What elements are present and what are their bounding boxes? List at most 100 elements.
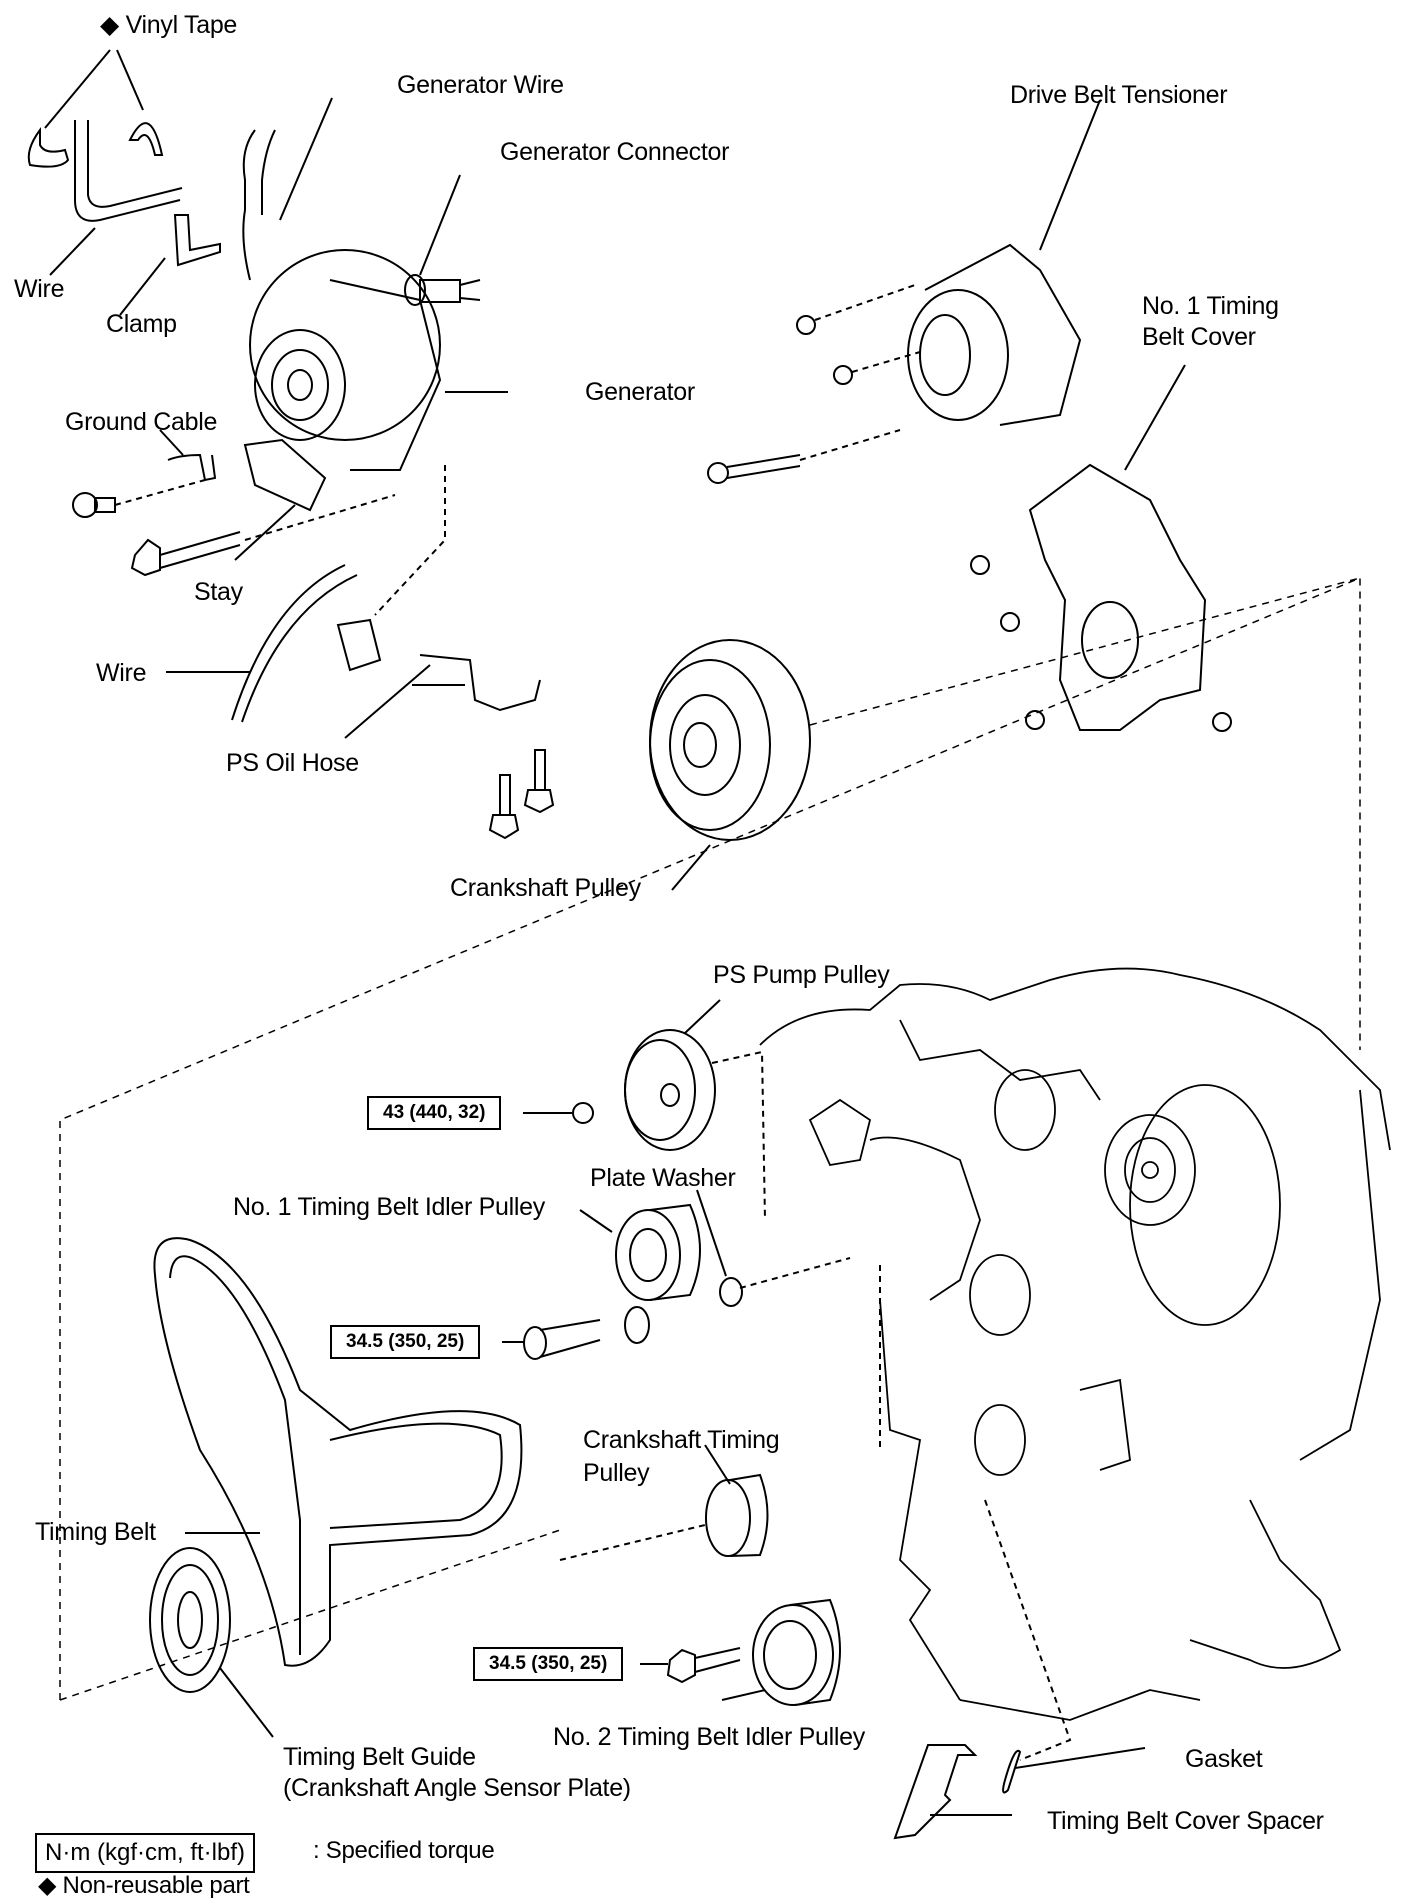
idler-bolt-1 (523, 1319, 601, 1360)
label-timing-belt-guide-1: Timing Belt Guide (283, 1743, 476, 1771)
label-generator: Generator (585, 378, 695, 406)
label-no1-idler-pulley: No. 1 Timing Belt Idler Pulley (233, 1193, 545, 1221)
phantom-line (559, 1524, 706, 1561)
no2-idler-pulley-part (752, 1598, 841, 1706)
wire-mid-part (231, 564, 358, 723)
leader-no1-idler-pulley (579, 1209, 613, 1233)
leader-drive-belt-tensioner (1039, 99, 1101, 251)
leader-wire-top (49, 227, 96, 276)
legend-torque-units-box: N·m (kgf·cm, ft·lbf) (35, 1833, 255, 1873)
phantom-line (851, 351, 921, 373)
legend-torque-desc: : Specified torque (313, 1837, 495, 1864)
ps-pump-nut (572, 1102, 594, 1124)
wire-top-part (74, 120, 183, 222)
label-clamp: Clamp (106, 310, 177, 338)
timing-belt-guide-part (149, 1547, 231, 1693)
leader-ps-oil-hose (344, 664, 431, 739)
torque-spec-ps-pump-nut: 43 (440, 32) (367, 1096, 502, 1130)
leader-vinyl-tape-1 (44, 49, 111, 129)
leader-generator-connector (419, 174, 461, 276)
phantom-line (711, 1050, 766, 1221)
non-reusable-diamond-icon: ◆ (100, 11, 119, 39)
phantom-line (984, 1499, 1072, 1761)
label-generator-connector: Generator Connector (500, 138, 730, 166)
phantom-line (59, 1529, 561, 1701)
label-timing-belt-cover-spacer: Timing Belt Cover Spacer (1047, 1807, 1324, 1835)
leader-crankshaft-timing-pulley (704, 1444, 731, 1485)
no1-idler-pulley-part (615, 1203, 701, 1344)
leader-no2-idler-pulley (721, 1689, 766, 1701)
stay-part (243, 438, 327, 512)
label-generator-wire: Generator Wire (397, 71, 564, 99)
clamp-part (173, 214, 221, 267)
label-vinyl-tape: ◆ Vinyl Tape (100, 10, 237, 40)
ps-oil-hose-part (412, 654, 541, 712)
no1-timing-belt-cover-part (1028, 463, 1207, 731)
cover-bolts (970, 555, 1232, 732)
label-crankshaft-pulley: Crankshaft Pulley (450, 874, 641, 902)
leader-no1-timing-belt-cover (1124, 364, 1186, 471)
label-drive-belt-tensioner: Drive Belt Tensioner (1010, 81, 1228, 109)
leader-ps-pump-pulley (684, 999, 721, 1034)
label-no1-timing-belt-cover-2: Belt Cover (1142, 323, 1256, 351)
label-wire-top: Wire (14, 275, 65, 303)
torque-spec-no1-idler-bolt: 34.5 (350, 25) (330, 1325, 481, 1359)
phantom-boundary (59, 576, 1361, 1700)
leader-ground-cable (159, 429, 184, 456)
phantom-line (374, 465, 446, 616)
ps-pump-pulley-part (624, 1029, 716, 1151)
leader-gasket (1014, 1747, 1146, 1769)
timing-belt-cover-spacer-part (893, 1744, 978, 1840)
tensioner-bolt (707, 454, 801, 484)
non-reusable-diamond-icon: ◆ (38, 1872, 57, 1899)
phantom-line (814, 284, 916, 321)
phantom-line (739, 1257, 851, 1289)
idler-bolt-2 (666, 1647, 741, 1684)
bolt-long (130, 531, 241, 577)
vinyl-tape-right (128, 122, 164, 156)
leader-crankshaft-pulley (671, 844, 711, 891)
phantom-line (809, 577, 1361, 726)
bolt-small (72, 492, 116, 518)
vinyl-tape-left (27, 126, 70, 168)
phantom-line (114, 479, 206, 506)
label-no2-idler-pulley: No. 2 Timing Belt Idler Pulley (553, 1723, 865, 1751)
timing-belt-part (153, 1237, 523, 1667)
label-gasket: Gasket (1185, 1745, 1263, 1773)
label-timing-belt-guide-2: (Crankshaft Angle Sensor Plate) (283, 1774, 631, 1802)
label-crankshaft-timing-pulley-1: Crankshaft Timing (583, 1426, 780, 1454)
leader-stay (234, 504, 296, 561)
label-ps-pump-pulley: PS Pump Pulley (713, 961, 890, 989)
generator-connector-part (404, 274, 481, 306)
plate-washer-part (719, 1277, 743, 1307)
legend-non-reusable: ◆ Non-reusable part (38, 1871, 250, 1901)
gasket-part (1002, 1749, 1022, 1794)
label-ps-oil-hose: PS Oil Hose (226, 749, 359, 777)
bolt-pair (488, 749, 555, 840)
label-plate-washer: Plate Washer (590, 1164, 736, 1192)
ground-cable-part (167, 453, 217, 482)
label-timing-belt: Timing Belt (35, 1518, 156, 1546)
leader-vinyl-tape-2 (116, 49, 144, 111)
legend-non-reusable-text: Non-reusable part (62, 1872, 250, 1899)
torque-spec-no2-idler-bolt: 34.5 (350, 25) (473, 1647, 624, 1681)
leader-generator-wire (279, 97, 333, 221)
crankshaft-timing-pulley-part (705, 1473, 769, 1557)
phantom-line (244, 494, 396, 541)
leader-plate-washer (696, 1189, 727, 1277)
generator-wire-part (242, 129, 276, 281)
engine-block (759, 967, 1391, 1721)
label-wire-mid: Wire (96, 659, 147, 687)
wire-clip-part (336, 618, 382, 672)
label-ground-cable: Ground Cable (65, 408, 218, 436)
crankshaft-pulley-part (649, 639, 811, 841)
label-crankshaft-timing-pulley-2: Pulley (583, 1459, 650, 1487)
phantom-line (799, 429, 901, 461)
leader-timing-belt-guide (219, 1667, 274, 1738)
label-text: Vinyl Tape (125, 11, 238, 39)
label-no1-timing-belt-cover-1: No. 1 Timing (1142, 292, 1279, 320)
drive-belt-tensioner-part (907, 243, 1082, 426)
generator-part (249, 249, 442, 471)
leader-clamp (119, 257, 166, 316)
